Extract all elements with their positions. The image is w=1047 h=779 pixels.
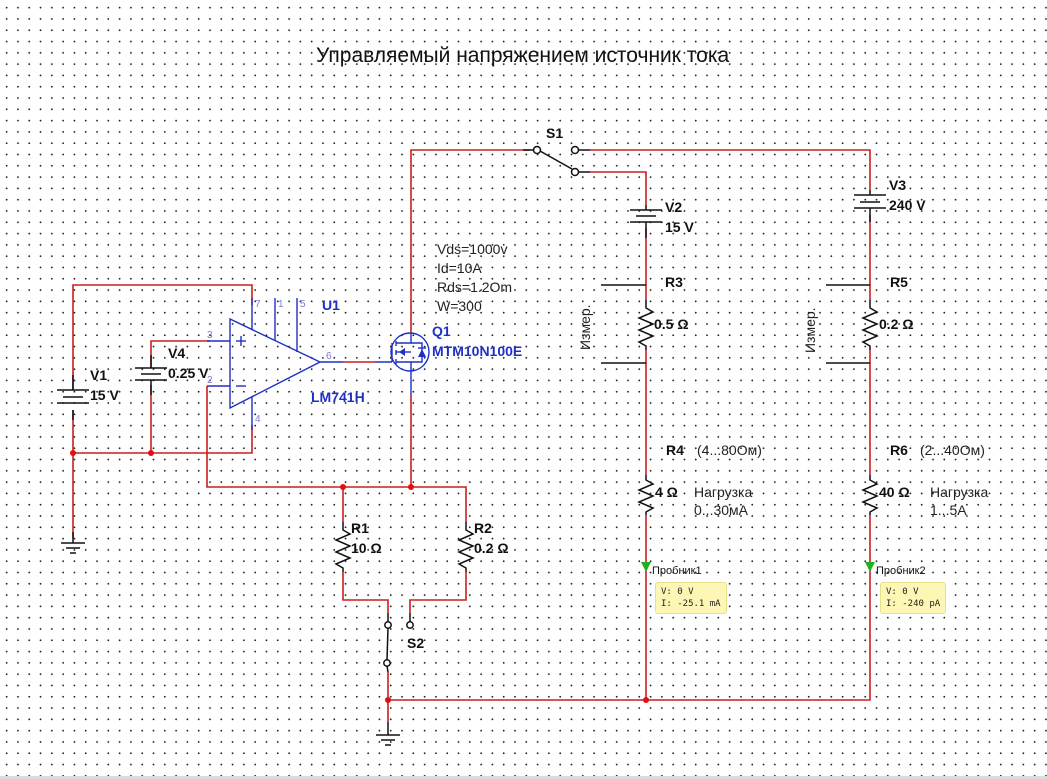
window-bottom-edge: [0, 776, 1047, 779]
probe1-arrow-icon[interactable]: [641, 562, 651, 572]
r2-ref: R2: [474, 520, 492, 536]
v4-value: 0.25 V: [168, 365, 209, 381]
probe1-name: Пробник1: [652, 565, 702, 577]
probe1-voltage: V: 0 V: [661, 587, 694, 597]
probe1-readout: V: 0 V I: -25.1 mA: [655, 582, 727, 615]
battery-v2-icon[interactable]: [630, 205, 662, 238]
u1-pin-6: 6: [326, 351, 332, 362]
battery-v3-icon[interactable]: [854, 190, 886, 222]
q1-param-rds: Rds=1.2Om: [437, 279, 513, 295]
junction-dot: [148, 450, 154, 456]
probe2-arrow-icon[interactable]: [865, 562, 875, 572]
v1-value: 15 V: [90, 387, 119, 403]
wire[interactable]: [72, 284, 253, 390]
r1-ref: R1: [351, 520, 369, 536]
wire[interactable]: [590, 171, 647, 205]
s1-ref: S1: [546, 125, 564, 141]
u1-pin-4: 4: [255, 414, 261, 425]
probe2-name: Пробник2: [876, 565, 926, 577]
v3-value: 240 V: [889, 197, 926, 213]
mosfet-arrow: [399, 348, 405, 356]
junction-dot: [70, 450, 76, 456]
resistor-r6-icon[interactable]: [861, 475, 879, 515]
r5-value: 0.2 Ω: [879, 316, 914, 332]
r1-value: 10 Ω: [351, 540, 382, 556]
r3-measure-label: Измер.: [577, 304, 593, 350]
v3-ref: V3: [889, 177, 907, 193]
mosfet-diode: [418, 349, 426, 357]
wire[interactable]: [342, 572, 389, 613]
r3-ref: R3: [665, 274, 683, 290]
ground-icon: [61, 532, 85, 554]
opamp-u1-icon[interactable]: [207, 298, 343, 430]
wire[interactable]: [409, 572, 467, 613]
battery-v1-icon[interactable]: [57, 375, 89, 420]
u1-pin-3: 3: [207, 330, 213, 341]
wire[interactable]: [206, 386, 467, 522]
r6-note-line1: Нагрузка: [930, 484, 989, 500]
r4-value: 4 Ω: [655, 484, 678, 500]
u1-pin-1: 1: [278, 299, 284, 310]
r4-range: (4...80Ом): [697, 442, 762, 458]
s2-ref: S2: [407, 635, 425, 651]
q1-param-vds: Vds=1000v: [437, 241, 508, 257]
junction-dot: [385, 697, 391, 703]
wire[interactable]: [410, 149, 530, 333]
u1-pin-5: 5: [300, 299, 306, 310]
mosfet-q1-icon[interactable]: [375, 332, 430, 395]
wire[interactable]: [73, 425, 253, 454]
resistor-r2-icon[interactable]: [457, 522, 475, 572]
probe2-voltage: V: 0 V: [886, 587, 919, 597]
u1-model: LM741H: [311, 389, 365, 405]
schematic-title: Управляемый напряжением источник тока: [316, 44, 730, 67]
probe1-current: I: -25.1 mA: [661, 599, 721, 610]
r6-ref: R6: [890, 442, 908, 458]
u1-pin-7: 7: [255, 299, 261, 310]
resistor-r3-icon[interactable]: [637, 300, 655, 350]
r5-ref: R5: [890, 274, 908, 290]
u1-ref: U1: [322, 297, 340, 313]
ground-icon: [376, 722, 400, 746]
v1-ref: V1: [90, 367, 108, 383]
u1-pin-2: 2: [207, 375, 213, 386]
v4-ref: V4: [168, 345, 186, 361]
battery-v4-icon[interactable]: [135, 355, 167, 395]
probe2-readout: V: 0 V I: -240 pA: [880, 582, 947, 615]
resistor-r1-icon[interactable]: [334, 522, 352, 572]
probe2-current: I: -240 pA: [886, 599, 941, 610]
r6-note-line2: 1...5A: [930, 502, 967, 518]
resistor-r5-icon[interactable]: [861, 300, 879, 350]
v2-value: 15 V: [665, 219, 694, 235]
junction-dot: [340, 484, 346, 490]
switch-s2-icon[interactable]: [383, 613, 414, 673]
r2-value: 0.2 Ω: [474, 540, 509, 556]
q1-param-w: W=300: [437, 298, 482, 314]
junctions: [70, 450, 649, 703]
switch-s1-icon[interactable]: [523, 145, 590, 177]
r4-ref: R4: [666, 442, 684, 458]
q1-model: MTM10N100E: [432, 343, 523, 359]
r4-note-line1: Нагрузка: [694, 484, 753, 500]
v2-ref: V2: [665, 199, 683, 215]
r6-range: (2...40Ом): [920, 442, 985, 458]
junction-dot: [643, 697, 649, 703]
junction-dot: [408, 484, 414, 490]
wires: [72, 149, 871, 722]
r6-value: 40 Ω: [879, 484, 910, 500]
q1-ref: Q1: [432, 323, 451, 339]
q1-param-id: Id=10A: [437, 260, 482, 276]
r5-measure-label: Измер.: [802, 307, 818, 353]
resistor-r4-icon[interactable]: [637, 475, 655, 515]
r4-note-line2: 0...30мА: [694, 502, 748, 518]
r3-value: 0.5 Ω: [654, 316, 689, 332]
wire[interactable]: [590, 149, 871, 190]
wire[interactable]: [388, 515, 871, 701]
